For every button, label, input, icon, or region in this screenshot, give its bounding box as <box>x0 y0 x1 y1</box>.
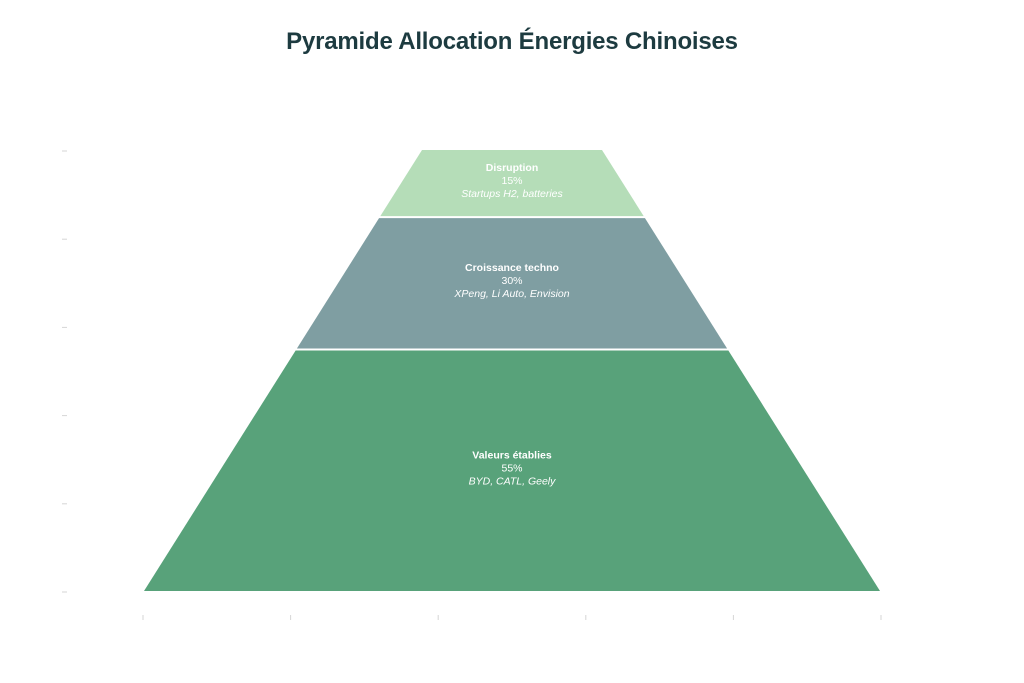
tier-name-label: Valeurs établies <box>472 450 552 462</box>
tier-value-label: 30% <box>501 275 522 287</box>
tier-description-label: XPeng, Li Auto, Envision <box>453 288 569 300</box>
tier-name-label: Croissance techno <box>465 262 559 274</box>
tier-description-label: BYD, CATL, Geely <box>469 476 556 488</box>
pyramid-tier <box>144 350 880 591</box>
tier-name-label: Disruption <box>486 162 539 174</box>
pyramid-tier <box>380 150 644 217</box>
tier-value-label: 55% <box>501 463 522 475</box>
tier-value-label: 15% <box>501 175 522 187</box>
pyramid-tier <box>296 218 728 349</box>
chart-title: Pyramide Allocation Énergies Chinoises <box>286 28 738 55</box>
tier-description-label: Startups H2, batteries <box>461 188 563 200</box>
axis-ticks <box>62 150 882 620</box>
pyramid-tiers <box>144 150 880 591</box>
